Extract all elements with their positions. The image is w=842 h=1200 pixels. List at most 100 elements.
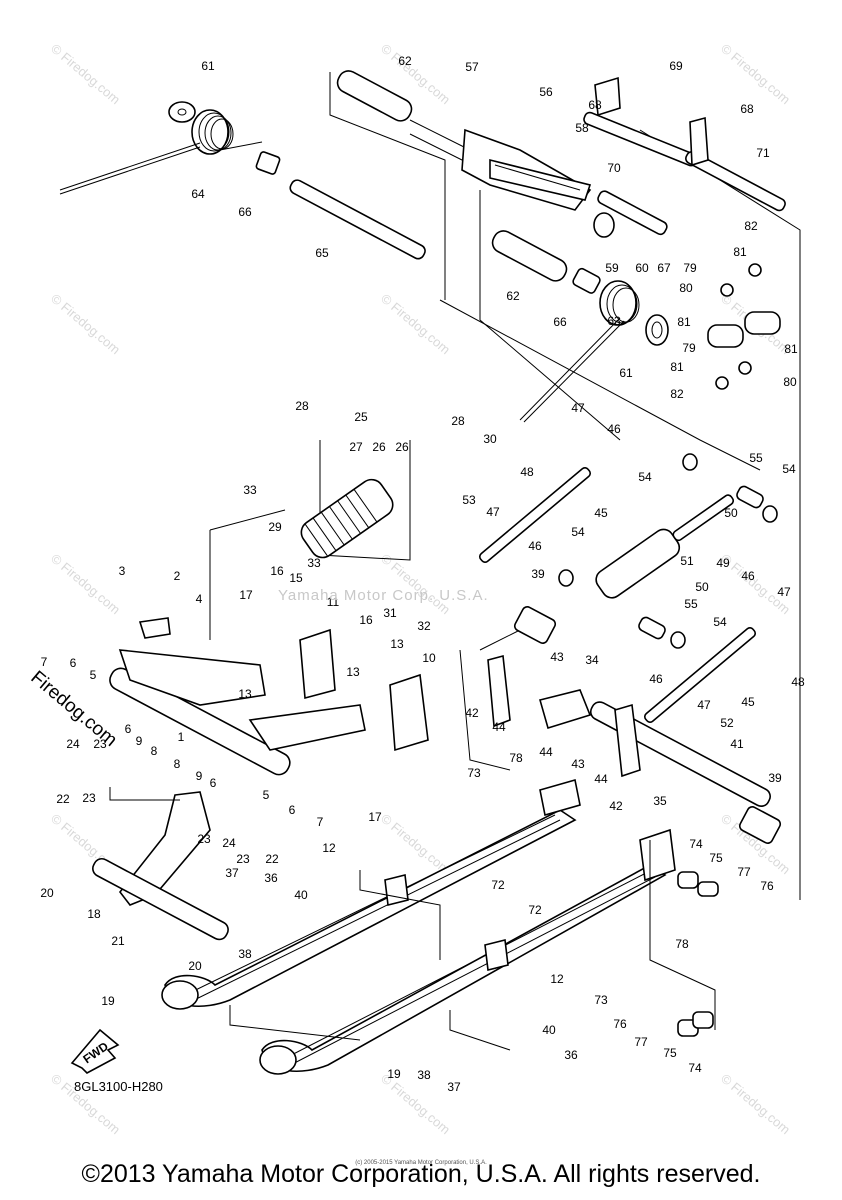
callout-16-2: 16 [359, 613, 373, 627]
callout-80: 80 [679, 281, 693, 295]
callout-12: 12 [322, 841, 336, 855]
callout-81: 81 [733, 245, 747, 259]
callout-3: 3 [119, 564, 126, 578]
callout-46-4: 46 [649, 672, 663, 686]
callout-10: 10 [422, 651, 436, 665]
callout-37-2: 37 [447, 1080, 461, 1094]
callout-1: 1 [178, 730, 185, 744]
lower-assembly [92, 778, 719, 1075]
callout-68: 68 [588, 98, 602, 112]
callout-46-3: 46 [741, 569, 755, 583]
callout-45-2: 45 [741, 695, 755, 709]
callout-46: 46 [607, 422, 621, 436]
callout-21: 21 [111, 934, 125, 948]
callout-74: 74 [689, 837, 703, 851]
callout-11: 11 [327, 595, 340, 609]
callout-13: 13 [390, 637, 404, 651]
callout-67: 67 [657, 261, 671, 275]
callout-24: 24 [66, 737, 80, 751]
callout-61: 61 [201, 59, 215, 73]
callout-35: 35 [653, 794, 667, 808]
upper-assembly [59, 70, 801, 900]
callout-34: 34 [585, 653, 599, 667]
callout-8-2: 8 [174, 757, 181, 771]
callout-7-2: 7 [317, 815, 324, 829]
callout-4: 4 [196, 592, 203, 606]
callout-50-2: 50 [695, 580, 709, 594]
rear-shock [300, 478, 394, 559]
callout-31: 31 [383, 606, 397, 620]
callout-81-4: 81 [670, 360, 684, 374]
callout-2: 2 [174, 569, 181, 583]
callout-12-2: 12 [550, 972, 564, 986]
callout-40-2: 40 [542, 1023, 556, 1037]
callout-47-2: 47 [486, 505, 500, 519]
right-slide-rail [259, 864, 667, 1075]
callout-81-3: 81 [784, 342, 798, 356]
callout-22-2: 22 [265, 852, 279, 866]
callout-71: 71 [756, 146, 770, 160]
callout-42-2: 42 [609, 799, 623, 813]
callout-54-4: 54 [713, 615, 727, 629]
callout-54-2: 54 [782, 462, 796, 476]
callout-63: 63 [607, 314, 621, 328]
callout-6-3: 6 [210, 776, 217, 790]
callout-6-2: 6 [125, 722, 132, 736]
callout-70: 70 [607, 161, 621, 175]
callout-29: 29 [268, 520, 282, 534]
callout-56: 56 [539, 85, 553, 99]
callout-54: 54 [638, 470, 652, 484]
site-watermark: © Firedog.com [378, 811, 453, 877]
callout-9: 9 [136, 734, 143, 748]
copyright-notice: ©2013 Yamaha Motor Corporation, U.S.A. A… [81, 1160, 761, 1188]
callout-62: 62 [398, 54, 412, 68]
site-watermark: © Firedog.com [718, 1071, 793, 1137]
callout-66: 66 [238, 205, 252, 219]
callout-20-2: 20 [188, 959, 202, 973]
callout-59: 59 [605, 261, 619, 275]
site-watermark: © Firedog.com [48, 291, 123, 357]
callout-66-2: 66 [553, 315, 567, 329]
callout-17: 17 [239, 588, 253, 602]
callout-19-2: 19 [387, 1067, 401, 1081]
callout-76-2: 76 [613, 1017, 627, 1031]
callout-47-3: 47 [697, 698, 711, 712]
callout-52: 52 [720, 716, 734, 730]
callout-9-2: 9 [196, 769, 203, 783]
callout-33-2: 33 [307, 556, 321, 570]
callout-6: 6 [70, 656, 77, 670]
callout-24-2: 24 [222, 836, 236, 850]
callout-77-2: 77 [634, 1035, 648, 1049]
callout-layer: 1234556666778899101112121313131516161717… [40, 54, 805, 1094]
callout-54-3: 54 [571, 525, 585, 539]
callout-28: 28 [295, 399, 309, 413]
torsion-spring-63 [599, 280, 640, 326]
callout-23: 23 [93, 737, 107, 751]
callout-81-2: 81 [677, 315, 691, 329]
callout-47: 47 [571, 401, 585, 415]
callout-74-2: 74 [688, 1061, 702, 1075]
callout-82: 82 [744, 219, 758, 233]
callout-5-2: 5 [263, 788, 270, 802]
callout-33: 33 [243, 483, 257, 497]
fine-print: (c) 2005-2015 Yamaha Motor Corporation, … [355, 1160, 487, 1166]
callout-17-2: 17 [368, 810, 382, 824]
callout-43-2: 43 [571, 757, 585, 771]
callout-20: 20 [40, 886, 54, 900]
callout-39-2: 39 [768, 771, 782, 785]
callout-75: 75 [709, 851, 723, 865]
callout-23-2: 23 [82, 791, 96, 805]
callout-28-2: 28 [451, 414, 465, 428]
callout-26: 26 [372, 440, 386, 454]
callout-36: 36 [264, 871, 278, 885]
callout-18: 18 [87, 907, 101, 921]
callout-38: 38 [238, 947, 252, 961]
callout-36-2: 36 [564, 1048, 578, 1062]
callout-39: 39 [531, 567, 545, 581]
callout-7: 7 [41, 655, 48, 669]
callout-73-2: 73 [594, 993, 608, 1007]
callout-13-2: 13 [238, 687, 252, 701]
torsion-spring-64 [191, 109, 234, 155]
callout-78: 78 [509, 751, 523, 765]
callout-47-4: 47 [777, 585, 791, 599]
